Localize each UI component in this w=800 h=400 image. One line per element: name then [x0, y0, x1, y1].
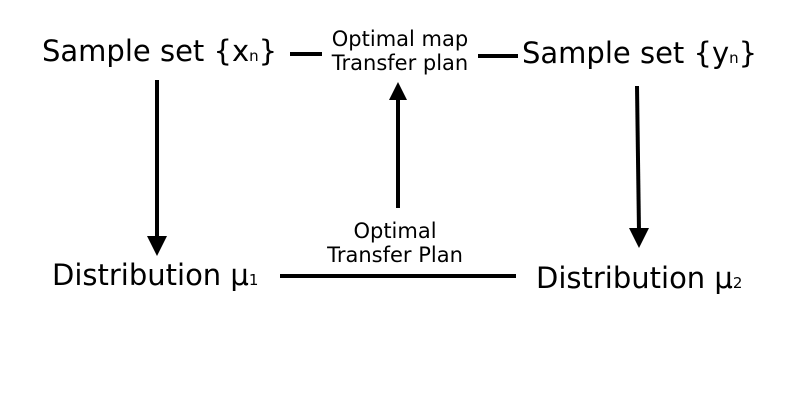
sample-set-y-close: } [738, 36, 758, 70]
sample-set-y-text: Sample set {y [522, 36, 730, 70]
sample-set-y-node: Sample set {yn} [522, 39, 757, 68]
right-down-arrow [629, 85, 649, 248]
distribution-mu2-node: Distribution μ2 [536, 264, 742, 293]
top-edge-label: Optimal map Transfer plan [320, 27, 480, 75]
left-down-arrow [147, 80, 167, 256]
top-edge-label-line1: Optimal map [331, 27, 469, 51]
sample-set-x-text: Sample set {x [42, 34, 250, 68]
distribution-mu2-text: Distribution μ [536, 261, 733, 295]
bottom-edge-label-line2: Transfer Plan [327, 243, 463, 268]
sample-set-y-subscript: n [729, 49, 739, 67]
distribution-mu1-node: Distribution μ1 [52, 261, 258, 290]
center-up-arrow [389, 82, 407, 208]
bottom-edge-label-line1: Optimal [353, 219, 437, 243]
top-edge-label-line2: Transfer plan [331, 51, 469, 76]
bottom-edge-label: Optimal Transfer Plan [315, 219, 475, 267]
sample-set-x-close: } [258, 34, 278, 68]
distribution-mu1-text: Distribution μ [52, 258, 249, 292]
distribution-mu2-subscript: 2 [732, 274, 743, 292]
sample-set-x-subscript: n [249, 47, 259, 65]
distribution-mu1-subscript: 1 [248, 271, 259, 289]
sample-set-x-node: Sample set {xn} [42, 37, 277, 66]
